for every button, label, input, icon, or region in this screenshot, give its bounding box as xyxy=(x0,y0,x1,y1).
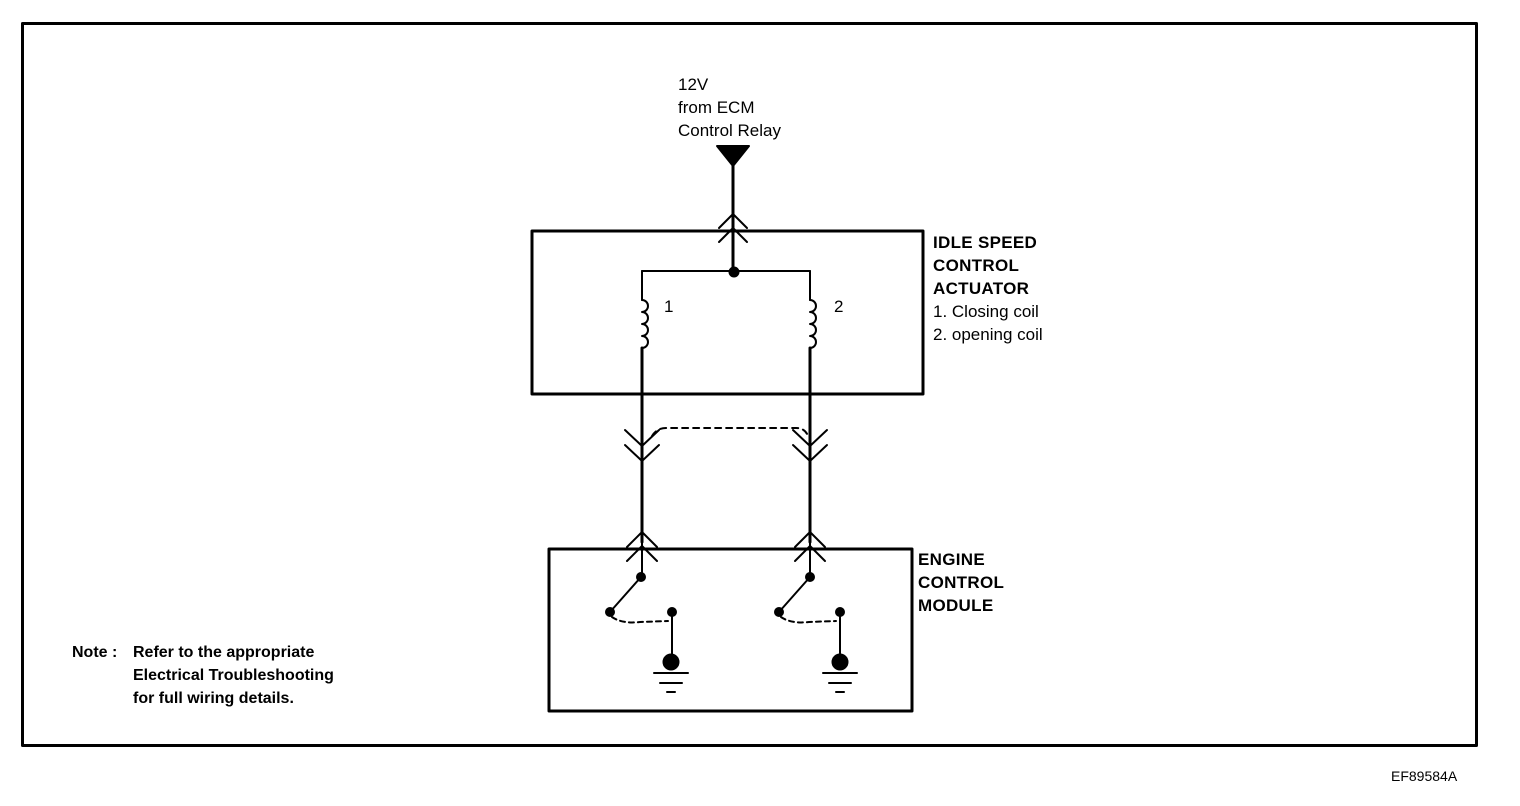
figure-id: EF89584A xyxy=(1391,768,1458,784)
ecm-title-line3: MODULE xyxy=(918,596,994,615)
switch1-blade-icon xyxy=(609,576,642,613)
supply-source-line: from ECM xyxy=(678,98,755,117)
switch2-dashed-link xyxy=(780,616,837,624)
actuator-coil1-desc: 1. Closing coil xyxy=(933,302,1039,321)
ecm-label: ENGINE CONTROL MODULE xyxy=(918,548,1004,617)
note-prefix: Note : xyxy=(72,644,118,661)
ground2-node xyxy=(831,653,849,671)
note-line2: Electrical Troubleshooting xyxy=(133,667,334,684)
ground1-node xyxy=(662,653,680,671)
coil1-number: 1 xyxy=(664,297,674,316)
closing-coil-icon xyxy=(641,299,649,349)
supply-relay-line: Control Relay xyxy=(678,121,781,140)
idle-speed-control-actuator-box xyxy=(530,229,925,396)
supply-label: 12V from ECM Control Relay xyxy=(678,73,781,142)
switch2-contact-pivot xyxy=(774,607,784,617)
actuator-title-line3: ACTUATOR xyxy=(933,279,1030,298)
ecm-title-line2: CONTROL xyxy=(918,573,1005,592)
note-line3: for full wiring details. xyxy=(133,690,294,707)
opening-coil-icon xyxy=(809,299,817,349)
supply-terminal-icon xyxy=(716,145,750,167)
figure-frame xyxy=(21,22,1478,747)
ground1-icon xyxy=(653,672,689,693)
supply-connector-icon xyxy=(718,213,748,243)
supply-voltage: 12V xyxy=(678,75,709,94)
switch2-blade-icon xyxy=(778,576,811,613)
engine-control-module-box xyxy=(547,547,914,713)
junction-dot xyxy=(728,266,740,278)
switch1-dashed-link xyxy=(611,616,669,624)
switch1-contact-pivot xyxy=(605,607,615,617)
coil2-number: 2 xyxy=(834,297,844,316)
mid-connector-2-icon xyxy=(792,429,828,462)
actuator-label: IDLE SPEED CONTROL ACTUATOR 1. Closing c… xyxy=(933,231,1043,346)
actuator-title-line2: CONTROL xyxy=(933,256,1020,275)
connector-link-dashed xyxy=(651,427,809,437)
actuator-title-line1: IDLE SPEED xyxy=(933,233,1038,252)
note-line1: Refer to the appropriate xyxy=(133,644,315,661)
note-text: Refer to the appropriate Electrical Trou… xyxy=(133,641,334,710)
actuator-coil2-desc: 2. opening coil xyxy=(933,325,1043,344)
ground2-icon xyxy=(822,672,858,693)
ecm-title-line1: ENGINE xyxy=(918,550,985,569)
